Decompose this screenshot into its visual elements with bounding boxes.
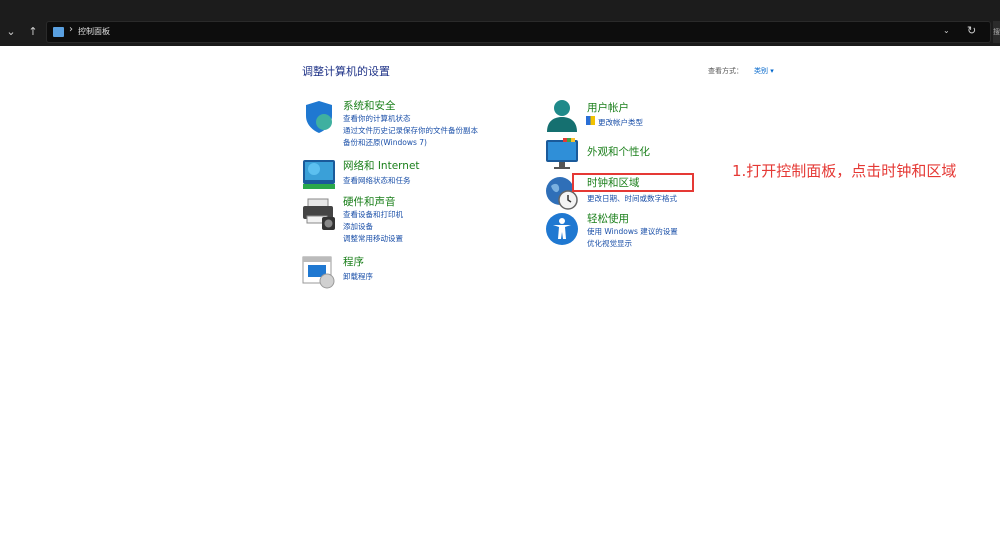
category-title[interactable]: 轻松使用	[587, 213, 629, 225]
category-link[interactable]: 查看设备和打印机	[343, 210, 403, 219]
category-link[interactable]: 通过文件历史记录保存你的文件备份副本	[343, 126, 478, 135]
category-link[interactable]: 卸载程序	[343, 272, 373, 281]
category-link[interactable]: 添加设备	[343, 222, 373, 231]
category-link[interactable]: 查看你的计算机状态	[343, 114, 411, 123]
category-link[interactable]: 备份和还原(Windows 7)	[343, 138, 427, 147]
category-title[interactable]: 系统和安全	[343, 100, 396, 112]
up-arrow-icon[interactable]: ↑	[28, 25, 38, 38]
shield-icon[interactable]	[302, 100, 336, 134]
breadcrumb-separator: ›	[69, 24, 73, 35]
window-titlebar	[0, 0, 1000, 18]
user-icon[interactable]	[545, 99, 579, 133]
navigation-toolbar: ⌄ ↑ › 控制面板 ⌄ ↻	[0, 18, 1000, 46]
category-link[interactable]: 优化视觉显示	[587, 239, 632, 248]
category-link[interactable]: 使用 Windows 建议的设置	[587, 227, 678, 236]
address-bar[interactable]: › 控制面板 ⌄ ↻	[46, 21, 991, 43]
category-link[interactable]: 调整常用移动设置	[343, 234, 403, 243]
category-title[interactable]: 网络和 Internet	[343, 160, 420, 172]
category-link[interactable]: 更改日期、时间或数字格式	[587, 194, 677, 203]
annotation-highlight-box	[572, 173, 694, 192]
category-link[interactable]: 更改帐户类型	[598, 118, 643, 127]
category-link[interactable]: 查看网络状态和任务	[343, 176, 411, 185]
breadcrumb[interactable]: 控制面板	[78, 27, 110, 36]
printer-icon[interactable]	[302, 197, 336, 231]
monitor-icon[interactable]	[545, 137, 579, 171]
view-by-label: 查看方式：	[708, 67, 743, 75]
chevron-down-icon[interactable]: ⌄	[6, 25, 16, 38]
programs-icon[interactable]	[302, 255, 336, 289]
search-input[interactable]: 搜	[993, 21, 1000, 43]
category-title[interactable]: 时钟和区域	[587, 177, 640, 189]
network-icon[interactable]	[302, 157, 336, 191]
uac-shield-icon	[586, 116, 595, 125]
category-title[interactable]: 用户帐户	[587, 102, 629, 114]
annotation-text: 1.打开控制面板，点击时钟和区域	[732, 162, 957, 180]
refresh-icon[interactable]: ↻	[967, 24, 977, 37]
category-title[interactable]: 程序	[343, 256, 364, 268]
accessibility-icon[interactable]	[545, 212, 579, 246]
clock-icon[interactable]	[545, 176, 579, 210]
address-dropdown-icon[interactable]: ⌄	[943, 26, 950, 35]
control-panel-icon	[53, 27, 64, 37]
page-title: 调整计算机的设置	[302, 65, 390, 78]
category-title[interactable]: 外观和个性化	[587, 146, 650, 158]
category-title[interactable]: 硬件和声音	[343, 196, 396, 208]
view-by-dropdown[interactable]: 类别 ▾	[754, 67, 774, 75]
